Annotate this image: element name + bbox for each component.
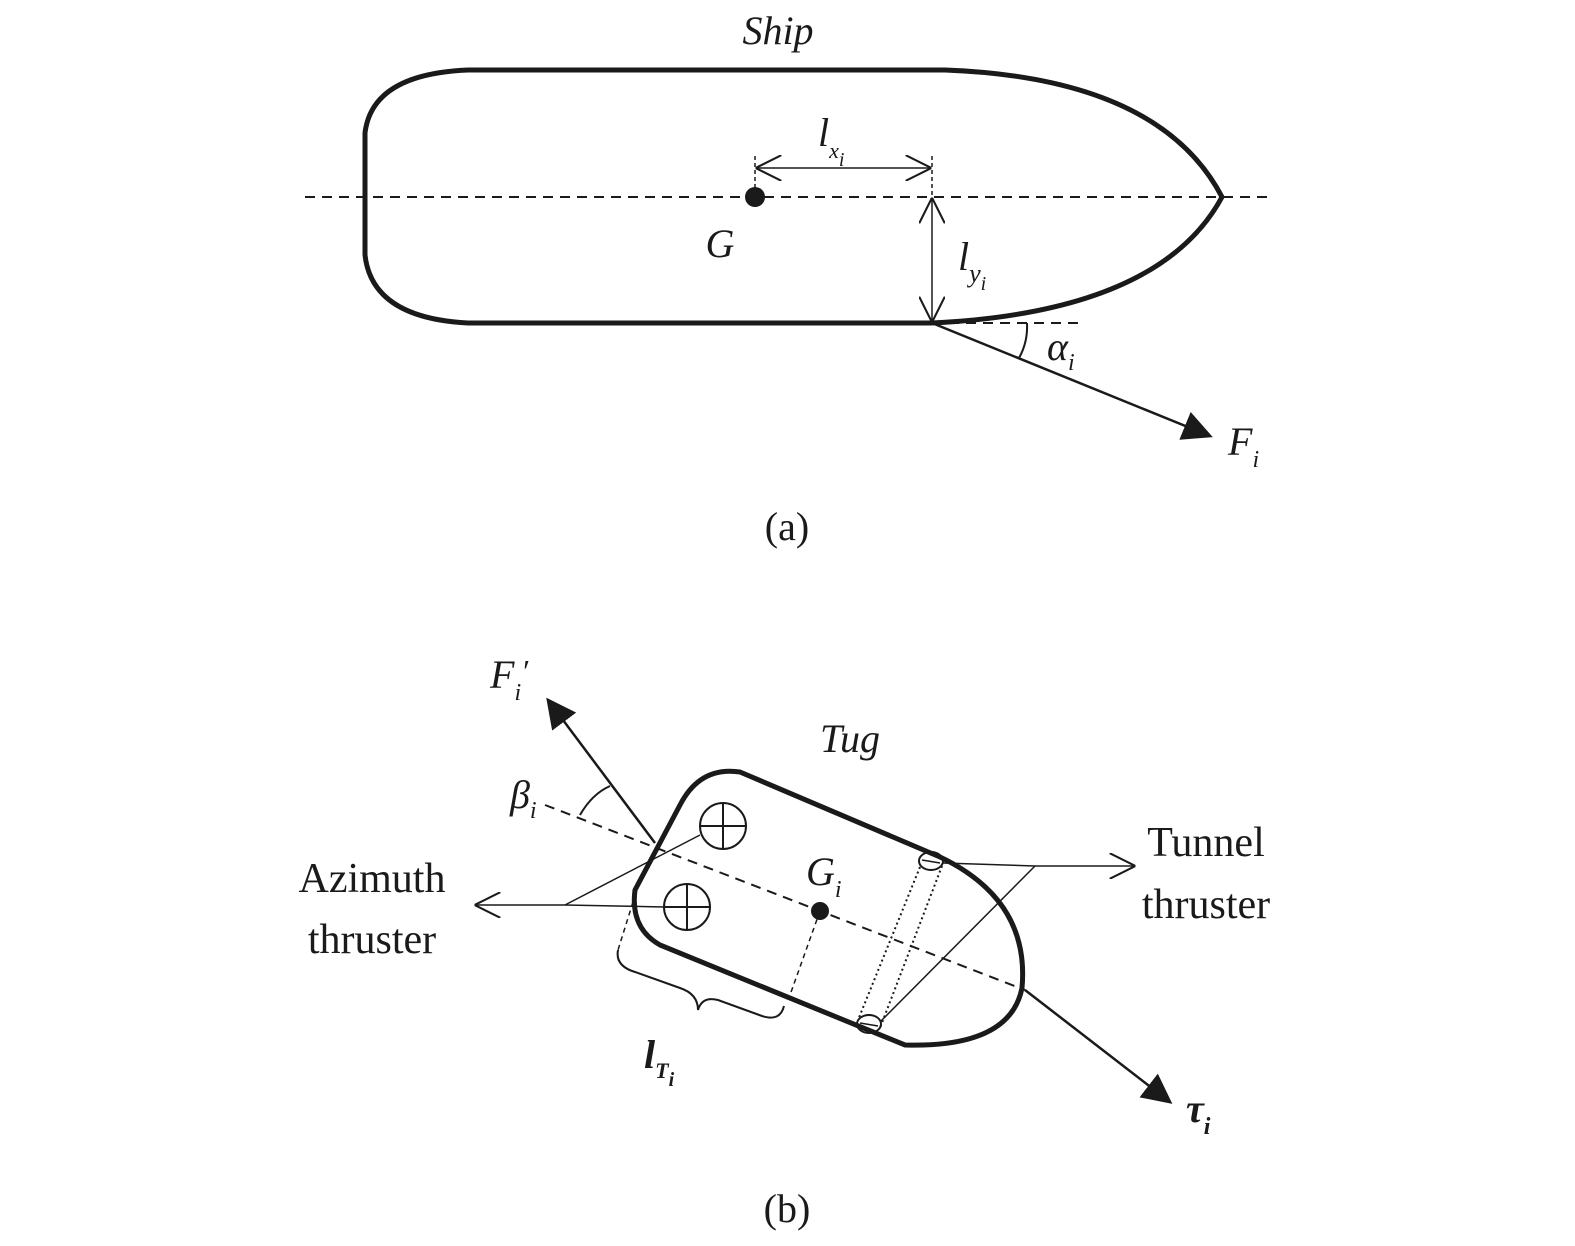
beta-arc bbox=[579, 785, 611, 816]
force-label-b: Fi′ bbox=[489, 652, 529, 706]
tau-label: τi bbox=[1186, 1086, 1211, 1140]
tug-title: Tug bbox=[820, 716, 880, 761]
stern-perpendicular bbox=[617, 901, 634, 951]
azimuth-thruster-upper bbox=[699, 802, 747, 850]
panel-a: Ship G lxi lyi αi Fi (a) bbox=[305, 8, 1270, 549]
tunnel-label-line1: Tunnel bbox=[1147, 820, 1265, 866]
ship-hull bbox=[362, 67, 1225, 326]
tunnel-thruster bbox=[856, 851, 944, 1034]
force-arrow-a bbox=[931, 321, 1213, 440]
azimuth-leader-lower bbox=[564, 904, 665, 908]
panel-b: Tug τi Gi lTi Azimuth thruster bbox=[299, 652, 1271, 1231]
caption-b: (b) bbox=[764, 1186, 811, 1231]
ship-title: Ship bbox=[742, 8, 813, 53]
tunnel-leader-lower bbox=[879, 865, 1036, 1023]
lt-label: lTi bbox=[644, 1032, 675, 1091]
beta-label: βi bbox=[509, 772, 537, 824]
tug-cog-label: Gi bbox=[806, 849, 842, 903]
azimuth-leader-upper bbox=[564, 834, 701, 906]
ship-cog-label: G bbox=[706, 221, 735, 266]
force-arrow-b bbox=[546, 697, 657, 844]
cog-perpendicular bbox=[789, 910, 821, 996]
tunnel-leader-upper bbox=[942, 862, 1036, 867]
force-label-a: Fi bbox=[1227, 419, 1259, 473]
tug-hull bbox=[631, 768, 1026, 1048]
ship-cog-dot bbox=[745, 187, 765, 207]
azimuth-label-line2: thruster bbox=[308, 917, 436, 963]
alpha-label: αi bbox=[1047, 324, 1075, 376]
tau-arrow bbox=[1024, 989, 1173, 1104]
caption-a: (a) bbox=[765, 504, 809, 549]
lt-brace bbox=[616, 949, 785, 1019]
alpha-arc bbox=[1018, 322, 1029, 359]
tug-axis bbox=[544, 804, 1026, 991]
tunnel-label-line2: thruster bbox=[1142, 882, 1270, 928]
ly-label: lyi bbox=[958, 234, 986, 295]
azimuth-thruster-lower bbox=[663, 883, 711, 931]
azimuth-label-line1: Azimuth bbox=[299, 856, 446, 902]
lx-label: lxi bbox=[818, 110, 844, 171]
